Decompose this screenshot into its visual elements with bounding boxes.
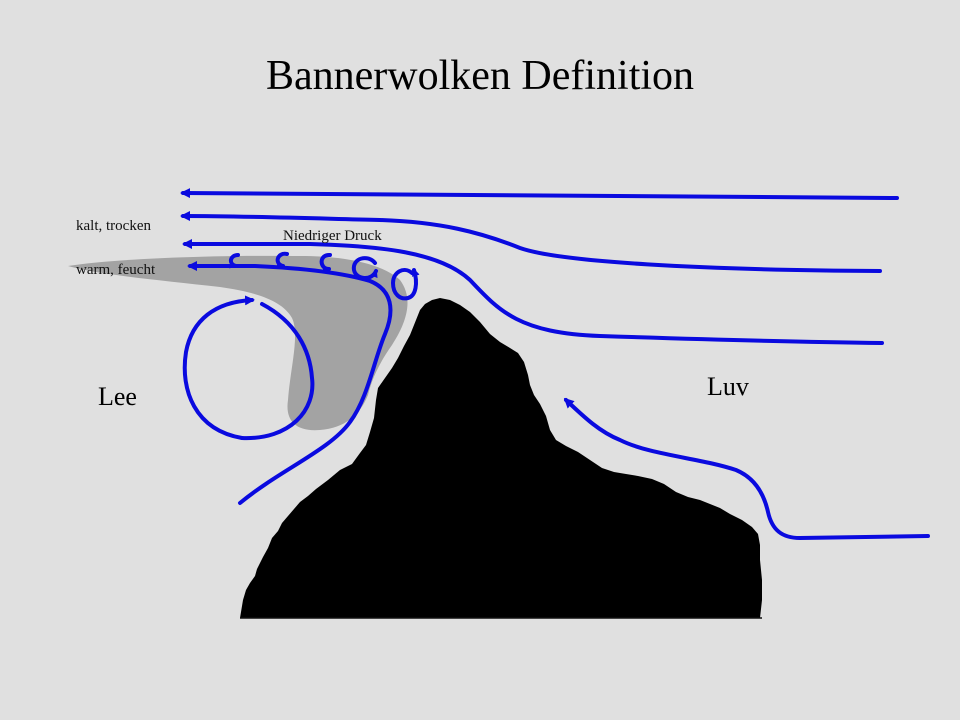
flow-line-middle	[182, 239, 884, 345]
eddy-icon-2	[275, 251, 289, 269]
label-warm-moist: warm, feucht	[76, 262, 156, 278]
lee-vortex	[182, 295, 255, 440]
eddies	[229, 251, 420, 301]
eddy-icon-3	[319, 253, 332, 273]
page-title: Bannerwolken Definition	[265, 53, 695, 99]
label-cold-dry: kalt, trocken	[76, 218, 151, 234]
flow-line-top	[180, 188, 899, 200]
flow-line-cold-dry	[180, 211, 882, 273]
eddy-icon-4	[351, 256, 378, 280]
label-low-pressure: Niedriger Druck	[283, 228, 382, 244]
eddy-icon-1	[229, 253, 240, 269]
label-windward: Luv	[707, 372, 749, 401]
banner-cloud	[68, 255, 408, 431]
windward-flow	[563, 397, 930, 541]
lee-vortex-return	[240, 302, 315, 441]
mountain	[240, 298, 762, 618]
eddy-icon-5	[390, 268, 420, 301]
label-lee: Lee	[98, 382, 137, 411]
lee-flows	[182, 295, 930, 541]
